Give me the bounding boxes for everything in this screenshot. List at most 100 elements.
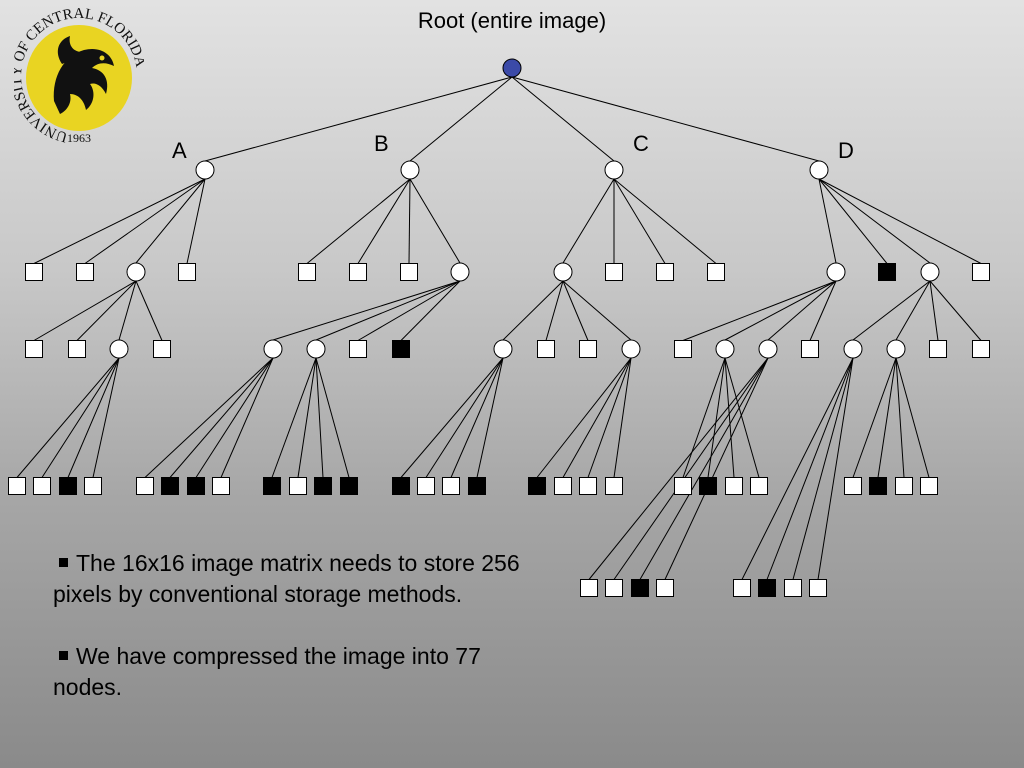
leaf-node-white <box>674 340 692 358</box>
tree-edge <box>118 280 137 341</box>
tree-edge <box>562 178 615 264</box>
tree-edge <box>408 178 411 264</box>
tree-edge <box>409 178 461 264</box>
tree-edge <box>536 357 632 478</box>
leaf-node-white <box>68 340 86 358</box>
tree-edge <box>895 357 930 478</box>
leaf-node-white <box>442 477 460 495</box>
leaf-node-black <box>758 579 776 597</box>
tree-edge <box>84 178 206 264</box>
tree-edge <box>425 357 504 478</box>
leaf-node-white <box>554 477 572 495</box>
leaf-node-black <box>869 477 887 495</box>
leaf-node-white <box>349 263 367 281</box>
tree-edge <box>852 357 897 478</box>
tree-edge <box>613 357 632 478</box>
tree-edge <box>766 357 854 580</box>
tree-edge <box>195 357 274 478</box>
diagram-title: Root (entire image) <box>417 8 607 33</box>
internal-node <box>263 339 283 359</box>
tree-nodes <box>8 58 990 597</box>
internal-node <box>450 262 470 282</box>
tree-edge <box>852 280 931 341</box>
tree-edge <box>144 357 274 478</box>
leaf-node-white <box>25 340 43 358</box>
leaf-node-black <box>314 477 332 495</box>
tree-edge <box>92 357 120 478</box>
tree-edge <box>272 280 461 341</box>
leaf-node-black <box>392 340 410 358</box>
tree-edge <box>818 178 888 264</box>
tree-edge <box>588 357 769 580</box>
leaf-node-white <box>153 340 171 358</box>
leaf-node-white <box>784 579 802 597</box>
internal-node <box>126 262 146 282</box>
tree-edge <box>929 280 982 341</box>
tree-edge <box>664 357 769 580</box>
leaf-node-black <box>528 477 546 495</box>
tree-edge <box>400 357 504 478</box>
tree-edge <box>818 178 837 264</box>
root-node <box>502 58 522 78</box>
leaf-node-white <box>84 477 102 495</box>
internal-node <box>758 339 778 359</box>
tree-edge <box>818 178 931 264</box>
leaf-node-white <box>25 263 43 281</box>
internal-node <box>886 339 906 359</box>
leaf-node-white <box>289 477 307 495</box>
leaf-node-black <box>263 477 281 495</box>
branch-label-b: B <box>374 131 389 156</box>
tree-edge <box>818 178 982 264</box>
bullet-square-icon <box>59 558 68 568</box>
leaf-node-black <box>59 477 77 495</box>
leaf-node-white <box>579 340 597 358</box>
tree-edge <box>220 357 274 478</box>
tree-edge <box>707 357 726 478</box>
leaf-node-white <box>417 477 435 495</box>
bullet-item: We have compressed the image into 77 nod… <box>53 641 523 703</box>
tree-edge <box>809 280 837 341</box>
tree-edge <box>613 178 666 264</box>
tree-edge <box>450 357 504 478</box>
internal-node <box>809 160 829 180</box>
internal-node <box>621 339 641 359</box>
tree-edge <box>562 280 589 341</box>
tree-edge <box>33 280 137 341</box>
ucf-logo: UNIVERSITY OF CENTRAL FLORIDA 1963 <box>14 6 144 145</box>
leaf-node-white <box>605 477 623 495</box>
internal-node <box>920 262 940 282</box>
tree-edge <box>562 280 632 341</box>
branch-label-a: A <box>172 138 187 163</box>
tree-edge <box>929 280 939 341</box>
internal-node <box>195 160 215 180</box>
leaf-node-white <box>212 477 230 495</box>
tree-edge <box>877 357 897 478</box>
bullet-square-icon <box>59 651 68 661</box>
tree-edge <box>204 76 513 162</box>
tree-edge <box>297 357 317 478</box>
tree-edge <box>511 76 820 162</box>
tree-edge <box>817 357 854 580</box>
tree-edge <box>792 357 854 580</box>
tree-edge <box>135 280 163 341</box>
tree-edge <box>315 357 350 478</box>
leaf-node-black <box>699 477 717 495</box>
tree-edge <box>724 280 837 341</box>
leaf-node-white <box>537 340 555 358</box>
tree-edge <box>135 178 206 264</box>
bullet-text: The 16x16 image matrix needs to store 25… <box>53 550 520 607</box>
tree-edge <box>562 357 632 478</box>
tree-edge <box>271 357 317 478</box>
leaf-node-white <box>707 263 725 281</box>
internal-node <box>306 339 326 359</box>
internal-node <box>843 339 863 359</box>
leaf-node-white <box>298 263 316 281</box>
bullet-text: We have compressed the image into 77 nod… <box>53 643 481 700</box>
tree-edge <box>41 357 120 478</box>
branch-label-d: D <box>838 138 854 163</box>
leaf-node-white <box>801 340 819 358</box>
leaf-node-white <box>972 340 990 358</box>
leaf-node-black <box>468 477 486 495</box>
tree-edge <box>682 280 837 341</box>
